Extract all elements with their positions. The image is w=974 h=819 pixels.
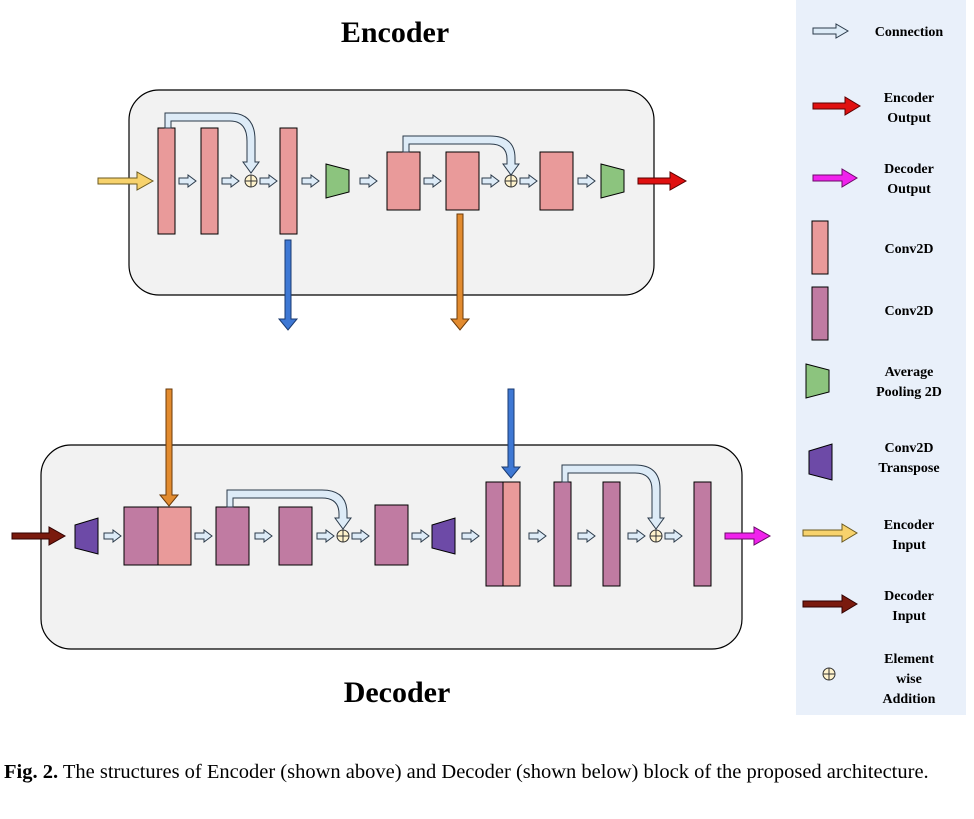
legend-transpose-symbol xyxy=(808,443,833,481)
decoder-residual-2 xyxy=(561,464,665,530)
encoder-output-arrow xyxy=(637,171,688,191)
encoder-avgpool-1 xyxy=(325,163,350,199)
legend-conv2d-pink-symbol xyxy=(811,220,829,275)
legend-conv2d-mauve-symbol xyxy=(811,286,829,341)
legend-connection-symbol xyxy=(812,23,849,39)
encoder-avgpool-2 xyxy=(600,163,625,199)
caption-label: Fig. 2. xyxy=(4,761,59,783)
encoder-add-2 xyxy=(504,174,518,188)
figure-caption: Fig. 2. The structures of Encoder (shown… xyxy=(4,758,972,787)
decoder-skip-blue-arrow xyxy=(500,388,522,479)
legend-connection-label: Connection xyxy=(875,25,944,40)
decoder-add-1 xyxy=(336,529,350,543)
decoder-transpose-2 xyxy=(431,517,456,555)
decoder-conv2d-5 xyxy=(485,481,504,587)
encoder-skip-blue-arrow xyxy=(277,239,299,331)
encoder-residual-2 xyxy=(402,135,520,176)
encoder-residual-1 xyxy=(164,112,260,174)
legend-decoder-input-symbol xyxy=(802,594,858,614)
encoder-add-1 xyxy=(244,174,258,188)
decoder-output-arrow xyxy=(724,526,772,546)
encoder-conv2d-2 xyxy=(200,127,219,235)
legend-avgpool-symbol xyxy=(805,363,830,399)
encoder-input-arrow xyxy=(97,171,155,191)
decoder-skip-orange-arrow xyxy=(158,388,180,507)
decoder-conv2d-7 xyxy=(602,481,621,587)
legend-encoder-output-symbol xyxy=(812,96,861,116)
decoder-concat-pink-2 xyxy=(502,481,521,587)
legend-decoder-output-symbol xyxy=(812,168,858,188)
encoder-conv2d-3 xyxy=(279,127,298,235)
encoder-conv2d-4 xyxy=(386,151,421,211)
decoder-add-2 xyxy=(649,529,663,543)
encoder-title: Encoder xyxy=(341,16,449,49)
decoder-conv2d-6 xyxy=(553,481,572,587)
decoder-conv2d-2 xyxy=(215,506,250,566)
legend-conv2d-mauve-label: Conv2D xyxy=(884,304,933,319)
decoder-title: Decoder xyxy=(344,676,451,709)
decoder-conv2d-1 xyxy=(123,506,159,566)
decoder-transpose-1 xyxy=(74,517,99,555)
decoder-input-arrow xyxy=(11,526,67,546)
decoder-conv2d-4 xyxy=(374,504,409,566)
legend-conv2d-pink-label: Conv2D xyxy=(884,242,933,257)
encoder-conv2d-6 xyxy=(539,151,574,211)
encoder-block xyxy=(97,89,688,296)
decoder-residual-1 xyxy=(226,489,352,530)
decoder-conv2d-8 xyxy=(693,481,712,587)
decoder-concat-pink-1 xyxy=(157,506,192,566)
decoder-block xyxy=(11,444,772,650)
encoder-conv2d-1 xyxy=(157,127,176,235)
decoder-conv2d-3 xyxy=(278,506,313,566)
legend-encoder-input-symbol xyxy=(802,523,858,543)
encoder-skip-orange-arrow xyxy=(449,213,471,331)
legend-add-symbol xyxy=(822,667,836,681)
encoder-conv2d-5 xyxy=(445,151,480,211)
caption-text: The structures of Encoder (shown above) … xyxy=(58,761,929,783)
